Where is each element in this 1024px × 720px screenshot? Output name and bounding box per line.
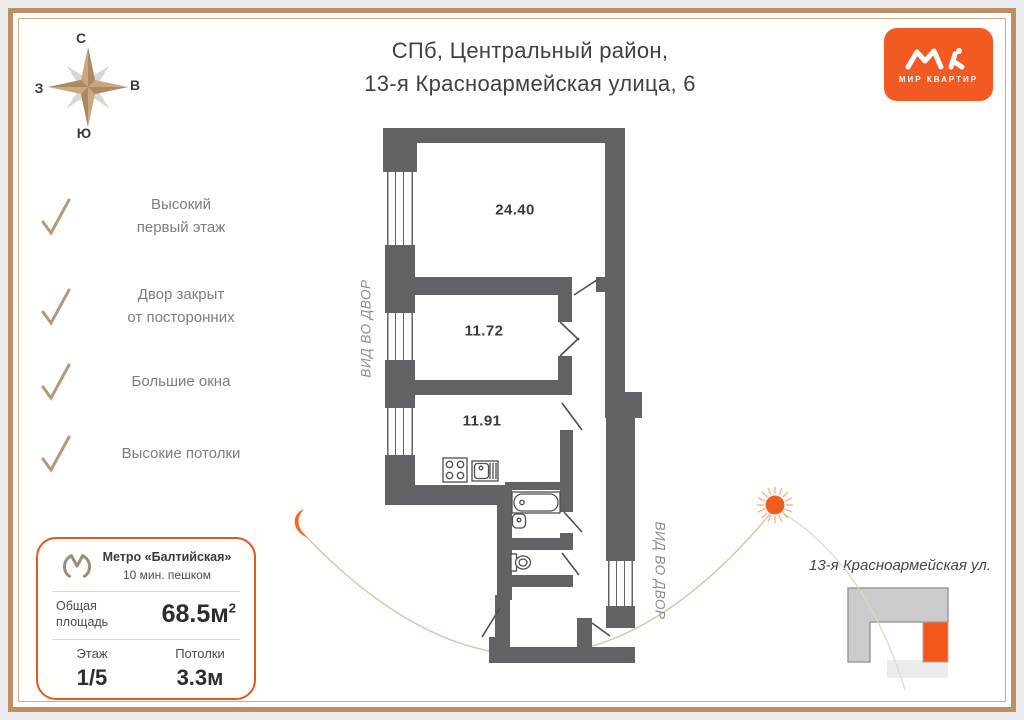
compass-north-label: С (75, 30, 87, 46)
kitchen-sink-icon (471, 460, 499, 482)
building-unit-highlight (922, 621, 949, 663)
wall (558, 356, 572, 380)
wall (385, 485, 512, 505)
check-icon (41, 435, 71, 473)
door-swing-lines (481, 277, 611, 638)
bathroom-sink-icon (511, 513, 527, 529)
wall (400, 277, 572, 295)
floor-ceiling-row: Этаж 1/5 Потолки 3.3м (38, 640, 254, 691)
view-label-right: ВИД ВО ДВОР (652, 521, 668, 620)
wall (577, 618, 592, 663)
floor-label: Этаж (76, 646, 108, 661)
neighbor-building (887, 660, 948, 678)
ceiling-value: 3.3м (176, 665, 224, 690)
page-frame-inner-line (18, 18, 1006, 702)
room-label-bedroom: 11.72 (464, 322, 504, 340)
wall (508, 575, 573, 587)
moon-icon (294, 509, 308, 538)
metro-walk-time: 10 мин. пешком (122, 568, 212, 582)
checklist-item-label: Большие окна (131, 372, 231, 390)
compass-east-label: В (129, 77, 141, 93)
page-title: СПб, Центральный район, 13-я Красноармей… (305, 34, 755, 100)
compass-south-label: Ю (76, 125, 92, 141)
check-icon (41, 198, 71, 236)
checklist-item: Высокие потолки (36, 432, 286, 474)
wall (383, 128, 625, 143)
metro-logo-icon (62, 554, 91, 578)
wall (497, 490, 512, 600)
window (608, 561, 633, 606)
view-label-left: ВИД ВО ДВОР (358, 279, 374, 378)
wall (495, 647, 635, 663)
wall (560, 533, 573, 550)
wall (606, 606, 635, 628)
bathtub-icon (511, 491, 561, 514)
toilet-icon (510, 553, 532, 572)
check-icon (41, 288, 71, 326)
wall (508, 538, 573, 550)
stove-icon (442, 457, 468, 483)
area-value-sup: 2 (228, 600, 236, 616)
street-label: 13-я Красноармейская ул. (808, 557, 992, 574)
building-shape (847, 587, 949, 663)
brand-logo-mark-icon (905, 48, 964, 70)
compass-rose-icon (48, 47, 128, 127)
check-icon (41, 363, 71, 401)
metro-row: Метро «Балтийская» 10 мин. пешком (38, 539, 254, 582)
window (387, 313, 413, 360)
brand-logo: МИР КВАРТИР (884, 28, 993, 101)
wall (495, 595, 510, 663)
divider (52, 591, 240, 592)
compass: С В Ю З (25, 25, 155, 147)
checklist-item-label: первый этаж (136, 219, 226, 236)
area-value: 68.5м2 (161, 599, 236, 628)
title-line-1: СПб, Центральный район, (391, 38, 669, 63)
wall (505, 482, 573, 490)
floor-plan: 24.40 11.72 11.91 (383, 126, 645, 666)
title-line-2: 13-я Красноармейская улица, 6 (364, 71, 696, 96)
wall (383, 128, 417, 172)
window (387, 172, 413, 245)
checklist-item-label: Двор закрыт (137, 286, 225, 303)
brand-logo-text: МИР КВАРТИР (898, 75, 979, 84)
wall (596, 277, 605, 292)
area-label-line2: площадь (56, 615, 109, 629)
checklist-item-label: Высокие потолки (121, 444, 241, 462)
compass-west-label: З (34, 80, 44, 96)
wall (400, 380, 572, 395)
checklist-item-label: Высокий (150, 196, 212, 213)
room-label-kitchen: 11.91 (462, 412, 502, 430)
wall (606, 418, 635, 561)
wall (605, 392, 642, 418)
checklist-item: Двор закрыт от посторонних (36, 283, 286, 329)
metro-name: Метро «Балтийская» (102, 550, 232, 564)
wall (560, 430, 573, 512)
window (387, 408, 413, 455)
sun-icon (757, 487, 793, 523)
sun-path-arc-tail (774, 507, 906, 691)
plan-details (442, 277, 611, 638)
wall (605, 128, 625, 392)
wall (558, 295, 572, 322)
checklist-item: Высокий первый этаж (36, 193, 286, 239)
ceiling-label: Потолки (175, 646, 225, 661)
checklist-item: Большие окна (36, 360, 286, 402)
checklist-item-label: от посторонних (127, 309, 235, 326)
divider (52, 639, 240, 640)
total-area-row: Общая площадь 68.5м2 (38, 592, 254, 630)
info-card: Метро «Балтийская» 10 мин. пешком Общая … (36, 537, 256, 700)
floor-value: 1/5 (76, 665, 108, 690)
area-label-line1: Общая (56, 599, 97, 613)
building-footprint (847, 587, 949, 678)
room-label-living: 24.40 (495, 201, 535, 219)
